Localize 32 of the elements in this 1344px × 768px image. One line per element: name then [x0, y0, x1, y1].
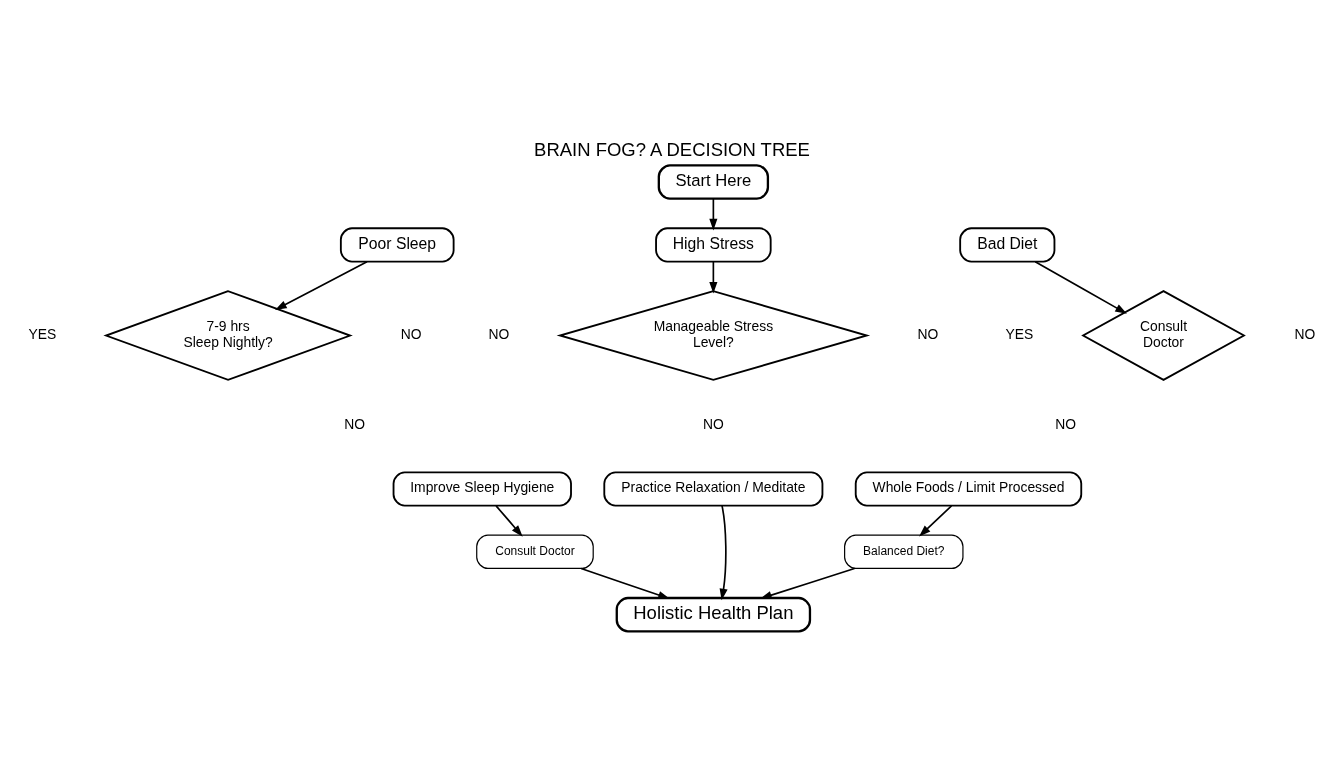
node-box: Poor Sleep [339, 226, 455, 262]
node-box: Consult Doctor [476, 534, 594, 569]
arrow [580, 567, 670, 599]
arrow [919, 504, 953, 536]
node-box: Holistic Health Plan [615, 596, 812, 632]
node-label: NO [488, 325, 510, 342]
node-box: Improve Sleep Hygiene [392, 470, 572, 506]
arrow [1034, 260, 1127, 314]
arrow [495, 504, 523, 537]
arrow [709, 260, 718, 294]
node-label: YES [28, 325, 57, 342]
diagram-title: BRAIN FOG? A DECISION TREE [534, 138, 810, 160]
node-box: Balanced Diet? [844, 534, 964, 569]
arrow [760, 567, 856, 599]
node-label: NO [917, 325, 939, 342]
arrow [719, 504, 728, 600]
arrow [709, 197, 718, 230]
arrow [275, 260, 368, 310]
node-diamond: 7-9 hrs Sleep Nightly? [103, 289, 353, 381]
node-box: Practice Relaxation / Meditate [603, 470, 824, 506]
node-label: NO [1055, 415, 1076, 432]
node-box: High Stress [655, 226, 772, 262]
node-diamond: Consult Doctor [1081, 289, 1246, 381]
node-box: Start Here [657, 163, 770, 200]
node-box: Whole Foods / Limit Processed [854, 470, 1083, 506]
node-diamond: Manageable Stress Level? [556, 289, 871, 381]
node-label: NO [344, 415, 366, 432]
node-box: Bad Diet [959, 226, 1056, 262]
node-label: NO [1294, 325, 1316, 342]
node-label: NO [400, 325, 422, 342]
node-label: YES [1005, 325, 1034, 342]
node-label: NO [702, 415, 724, 432]
